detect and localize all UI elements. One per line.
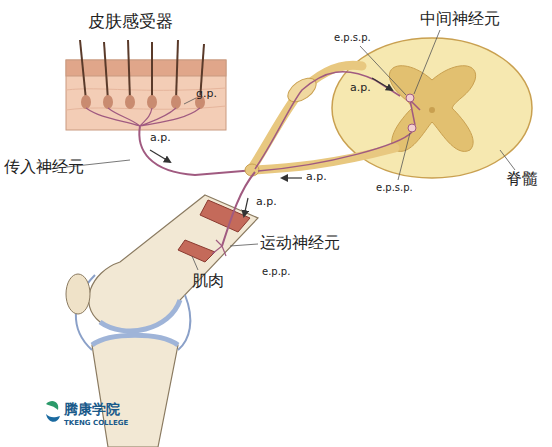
signal-arrow: [244, 198, 248, 216]
part-label: 运动神经元: [260, 234, 340, 252]
part-label: 传入神经元: [4, 158, 84, 176]
signal-label: e.p.s.p.: [376, 182, 413, 194]
leader-line: [230, 244, 258, 246]
leader-line: [398, 133, 410, 180]
synapse: [406, 94, 414, 102]
signal-label: a.p.: [150, 132, 171, 145]
signal-arrow: [372, 78, 392, 90]
leader-line: [500, 150, 515, 170]
signal-label: g.p.: [196, 88, 217, 101]
part-label: 中间神经元: [420, 10, 500, 28]
watermark-text: TKENG COLLEGE: [64, 419, 128, 427]
part-label: 肌肉: [192, 272, 224, 290]
dorsal-root: [252, 65, 362, 168]
watermark-text: 腾康学院: [64, 401, 120, 417]
signal-arrow: [282, 177, 302, 178]
motor-fiber: [258, 132, 412, 171]
afferent-fiber: [139, 126, 255, 175]
watermark-logo: [46, 401, 60, 422]
skin-block: [66, 40, 226, 130]
part-label: 脊髓: [506, 170, 538, 188]
signal-label: e.p.p.: [262, 266, 290, 278]
afferent-fiber-root: [255, 72, 400, 169]
signal-label: a.p.: [350, 82, 371, 95]
signal-label: a.p.: [306, 171, 327, 184]
signal-label: e.p.s.p.: [334, 32, 371, 44]
ventral-root: [255, 148, 395, 170]
leader-line: [192, 256, 198, 270]
signal-arrow: [150, 150, 170, 162]
kind-label: 皮肤感受器: [88, 12, 173, 32]
leader-line: [414, 30, 440, 94]
endplate: [212, 240, 226, 256]
signal-label: a.p.: [256, 196, 277, 209]
synapse: [408, 124, 416, 132]
interneuron: [410, 100, 420, 125]
motor-nerve: [222, 172, 255, 246]
